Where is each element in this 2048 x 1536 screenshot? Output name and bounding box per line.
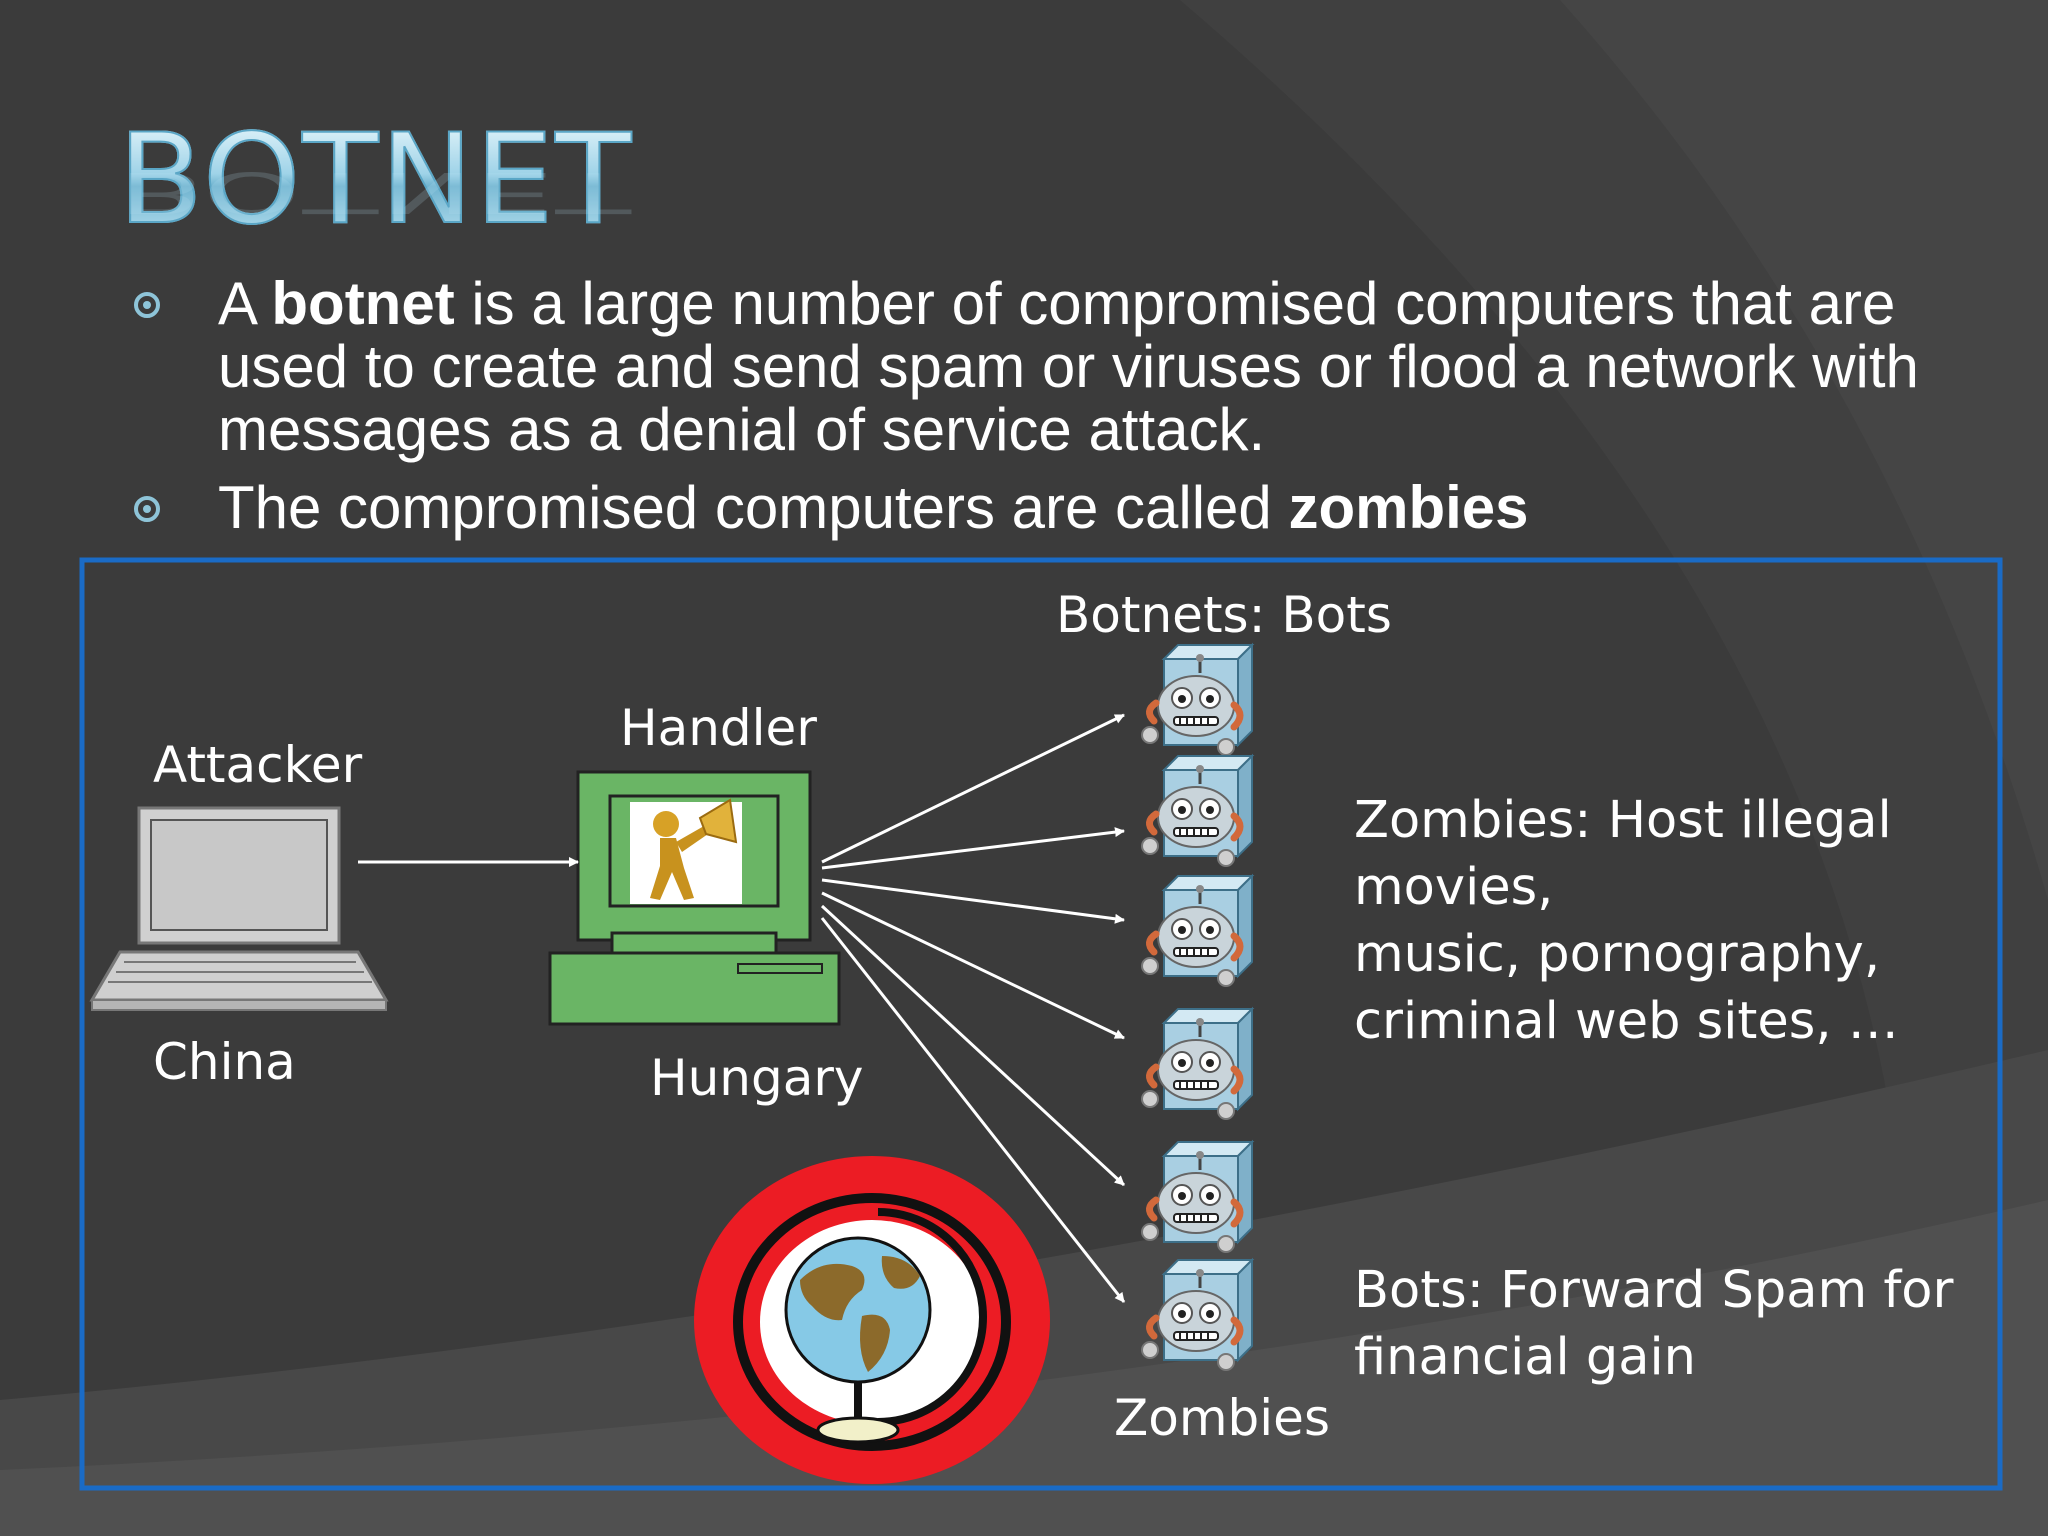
slide-title: BOTNET: [117, 108, 634, 252]
zombies-description: Zombies: Host illegal movies, music, por…: [1354, 791, 1908, 1051]
zombies-description-line: movies,: [1354, 858, 1553, 917]
bullet-marker-icon: [134, 292, 160, 318]
handler-to-bot-arrow-3: [821, 878, 1125, 924]
bot-robot-icon-6: [1142, 1260, 1252, 1370]
bots-description: Bots: Forward Spam for financial gain: [1354, 1261, 1970, 1387]
bullet-text-prefix: A: [218, 270, 272, 337]
bots-header-label: Botnets: Bots: [1056, 586, 1392, 644]
attacker-label: Attacker: [153, 736, 363, 794]
handler-location-label: Hungary: [650, 1049, 864, 1107]
attacker-location-label: China: [153, 1033, 296, 1091]
bot-robot-icon-5: [1142, 1142, 1252, 1252]
bullet-keyword-botnet: botnet: [271, 270, 455, 337]
handler-to-bot-arrow-4: [821, 891, 1125, 1040]
bots-description-line: Bots: Forward Spam for: [1354, 1261, 1954, 1320]
bot-robot-icon-2: [1142, 756, 1252, 866]
handler-to-bot-arrow-1: [821, 713, 1125, 864]
bot-robot-icon-1: [1142, 645, 1252, 755]
laptop-icon: [89, 806, 389, 1011]
bullet-text-rest: is a large number of compromised compute…: [218, 270, 1919, 463]
globe-icon: [694, 1156, 1050, 1484]
bullet-marker-icon: [134, 496, 160, 522]
zombies-description-line: criminal web sites, …: [1354, 992, 1899, 1051]
bots-description-line: financial gain: [1354, 1328, 1696, 1387]
bullet-keyword-zombies: zombies: [1288, 474, 1529, 541]
connection-arrows: [358, 713, 1126, 1303]
megaphone-figure-icon: [630, 798, 742, 904]
handler-to-bot-arrow-2: [821, 827, 1125, 870]
bullet-list: A botnet is a large number of compromise…: [134, 272, 1994, 539]
bot-robot-icon-3: [1142, 876, 1252, 986]
diagram-frame: [79, 557, 2003, 1491]
handler-to-bot-arrow-6: [820, 917, 1126, 1303]
handler-to-bot-arrow-5: [820, 904, 1126, 1187]
bullet-text-prefix: The compromised computers are called: [218, 474, 1289, 541]
zombies-description-line: Zombies: Host illegal: [1354, 791, 1892, 850]
handler-label: Handler: [620, 699, 817, 757]
zombies-label: Zombies: [1114, 1389, 1330, 1447]
zombies-description-line: music, pornography,: [1354, 925, 1880, 984]
bot-robot-icon-4: [1142, 1009, 1252, 1119]
bullet-item-definition: A botnet is a large number of compromise…: [134, 272, 1994, 461]
bullet-item-zombies: The compromised computers are called zom…: [134, 476, 1994, 539]
